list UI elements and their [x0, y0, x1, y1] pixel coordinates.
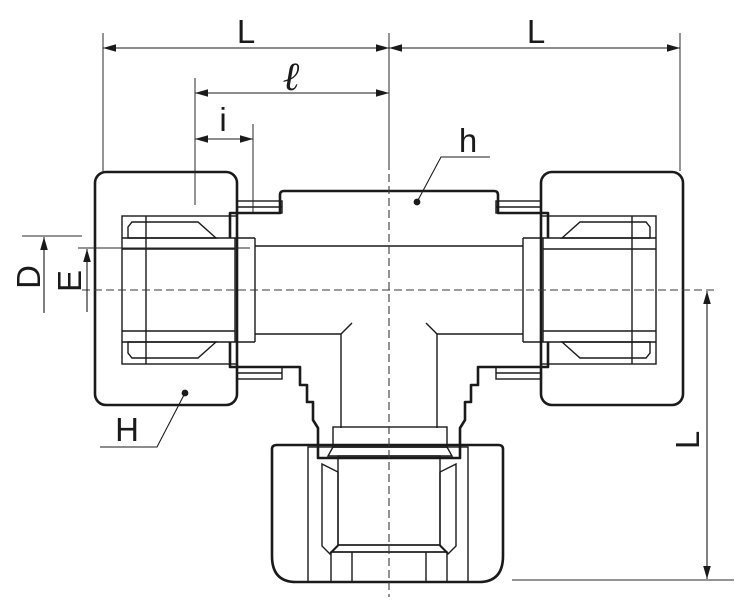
ferrule-bottom-right — [439, 462, 457, 555]
ferrule-left-bottom — [127, 341, 218, 359]
body — [228, 189, 550, 460]
dim-D: D — [10, 237, 48, 313]
dim-L-vertical: L — [669, 291, 711, 579]
dim-ell: ℓ — [195, 54, 389, 100]
ferrule-bottom-left — [321, 462, 339, 555]
leader-H: H — [100, 389, 189, 448]
dim-i: i — [195, 101, 253, 143]
branch-chamfer-left — [340, 322, 353, 335]
label-ell: ℓ — [283, 54, 300, 100]
dim-E: E — [51, 249, 91, 312]
label-h: h — [459, 122, 477, 159]
label-L-left: L — [237, 13, 255, 50]
dim-L-top: L L — [103, 13, 680, 52]
label-H: H — [115, 411, 139, 448]
label-D: D — [10, 265, 47, 289]
label-E: E — [51, 270, 88, 292]
ferrule-right-top — [560, 221, 651, 239]
label-L-vertical: L — [669, 431, 706, 449]
ferrule-right-bottom — [560, 341, 651, 359]
dimensions: L L ℓ i h D — [10, 13, 734, 581]
bottom-bore-lines — [351, 552, 427, 582]
branch-chamfer-right — [425, 322, 438, 335]
bottom-nut-cavity — [307, 446, 469, 583]
bottom-nut — [270, 443, 505, 584]
label-i: i — [219, 101, 226, 138]
label-L-right: L — [527, 13, 545, 50]
bottom-collar-flare — [326, 446, 454, 457]
fitting — [93, 170, 685, 584]
extension-lines — [22, 33, 734, 581]
thread-strips — [236, 200, 542, 380]
centerlines — [82, 162, 716, 597]
ferrule-left-top — [127, 221, 218, 239]
leader-h: h — [413, 122, 490, 206]
